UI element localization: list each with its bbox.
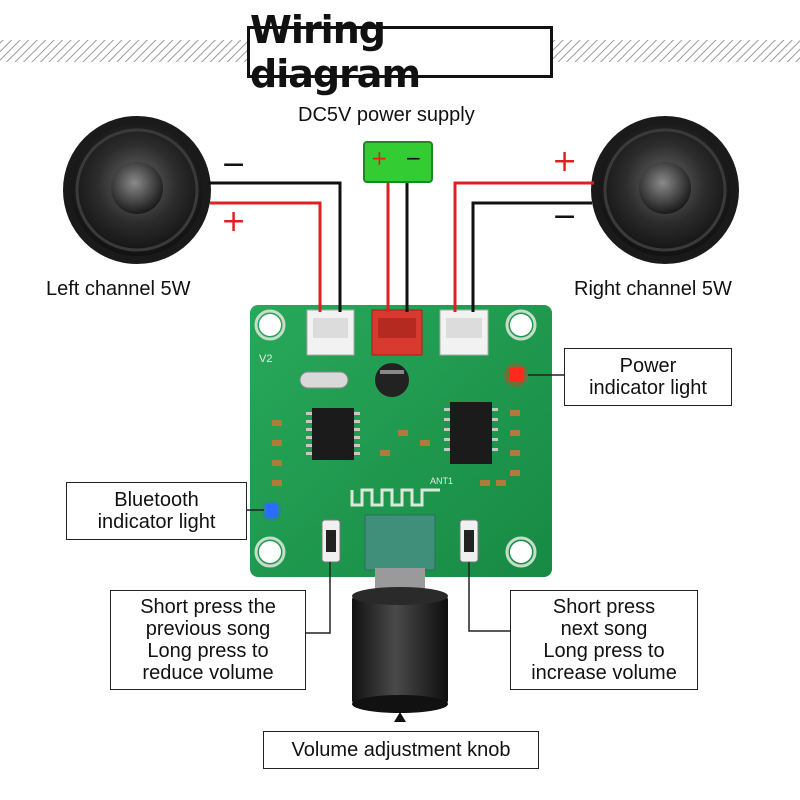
wires	[208, 180, 594, 312]
right-minus-mark: −	[552, 199, 578, 234]
potentiometer	[364, 514, 436, 571]
left-plus-wire	[210, 201, 322, 312]
page-title: Wiring diagram	[247, 8, 553, 96]
antenna-label: ANT1	[430, 476, 454, 486]
bluetooth-led	[266, 504, 278, 518]
right-plus-wire	[453, 181, 594, 312]
power-supply-label: DC5V power supply	[298, 104, 475, 126]
power-led	[509, 368, 523, 382]
right-plus-mark: +	[552, 144, 578, 179]
board-version: V2	[259, 353, 273, 365]
prev-button-callout: Short press the previous song Long press…	[110, 590, 306, 690]
right-channel-label: Right channel 5W	[574, 278, 732, 300]
volume-knob-callout: Volume adjustment knob	[263, 731, 539, 769]
ic-chip-left	[312, 408, 354, 460]
left-channel-label: Left channel 5W	[46, 278, 191, 300]
crystal	[299, 371, 349, 389]
power-module	[363, 141, 433, 183]
left-minus-wire	[208, 181, 342, 312]
ic-chip-right	[450, 402, 492, 464]
prev-callout-line	[306, 562, 331, 634]
speaker-icon	[591, 116, 739, 264]
next-button-callout: Short press next song Long press to incr…	[510, 590, 698, 690]
smd-parts	[272, 410, 520, 486]
next-callout-line	[468, 562, 510, 632]
speaker-icon	[63, 116, 211, 264]
right-minus-wire	[471, 201, 592, 312]
antenna-trace	[350, 488, 440, 507]
knob-pointer	[394, 712, 406, 722]
hatch-bar-right	[553, 40, 800, 62]
left-plus-mark: +	[221, 204, 247, 239]
module-minus-mark: −	[405, 146, 422, 170]
knob-icon	[352, 587, 448, 713]
module-plus-mark: +	[371, 146, 388, 170]
left-minus-mark: −	[221, 147, 247, 182]
bluetooth-indicator-callout: Bluetooth indicator light	[66, 482, 247, 540]
capacitor	[375, 363, 409, 397]
power-indicator-callout: Power indicator light	[564, 348, 732, 406]
hatch-bar-left	[0, 40, 247, 62]
mounting-holes	[254, 309, 537, 568]
